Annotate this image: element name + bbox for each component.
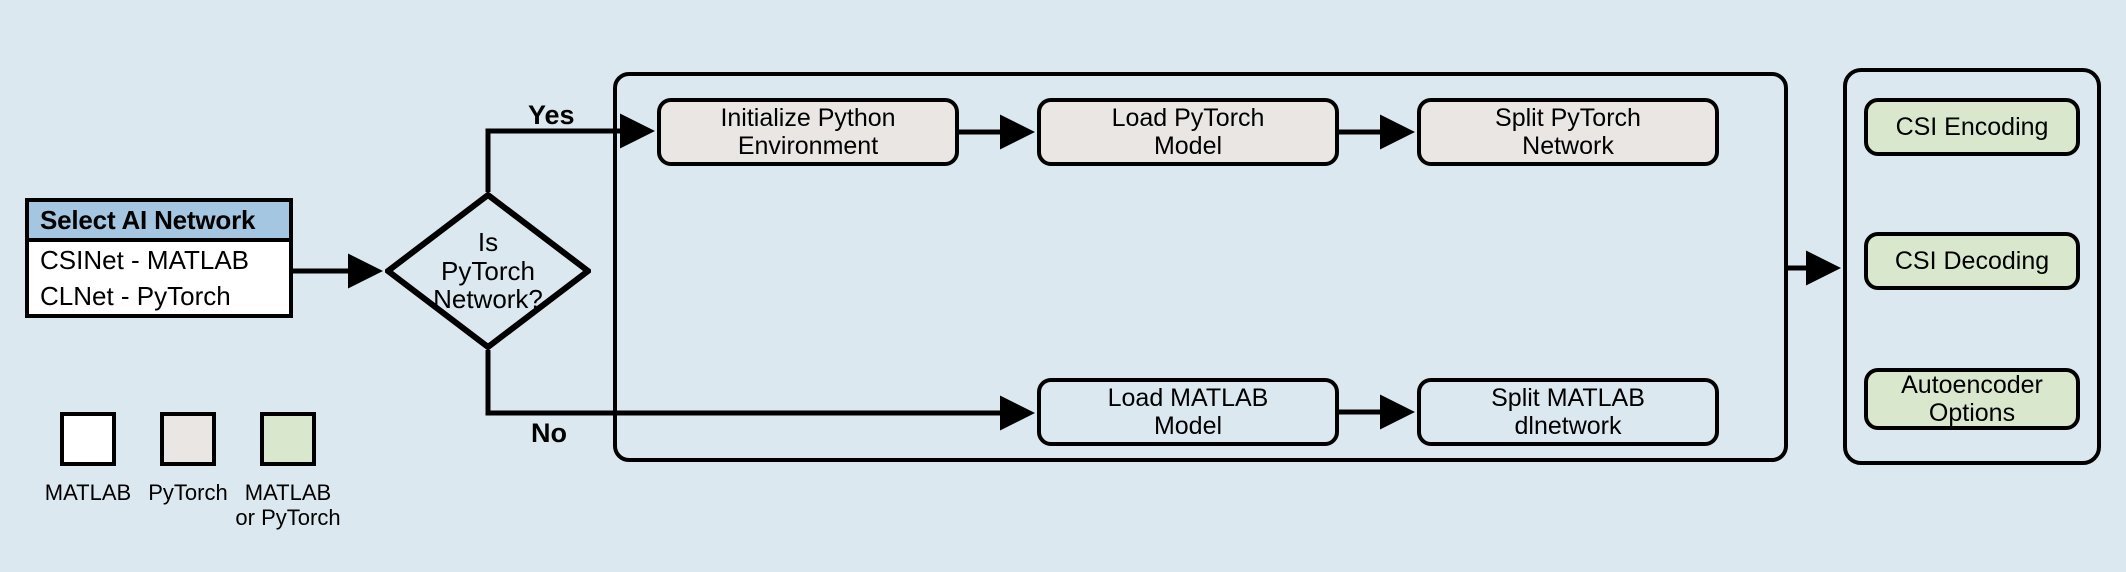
legend: MATLAB PyTorch MATLAB or PyTorch: [28, 412, 408, 562]
option-csi-decoding[interactable]: CSI Decoding: [1864, 232, 2080, 290]
legend-label-matlab: MATLAB: [28, 480, 148, 505]
process-init-python-line-1: Initialize Python: [720, 104, 896, 132]
process-split-pytorch-network[interactable]: Split PyTorch Network: [1417, 98, 1719, 166]
legend-swatch-matlab: [60, 412, 116, 466]
selector-header-label: Select AI Network: [29, 202, 289, 242]
legend-item-matlab: MATLAB: [28, 412, 148, 505]
option-autoencoder-line-2: Options: [1928, 399, 2016, 427]
process-split-pytorch-line-1: Split PyTorch: [1495, 104, 1641, 132]
branch-label-yes: Yes: [528, 100, 575, 130]
selector-option-clnet[interactable]: CLNet - PyTorch: [40, 280, 231, 311]
process-load-pytorch-line-1: Load PyTorch: [1111, 104, 1265, 132]
option-autoencoder-options[interactable]: Autoencoder Options: [1864, 368, 2080, 430]
diamond-shape: [385, 192, 591, 350]
legend-label-both-line-2: or PyTorch: [235, 505, 341, 531]
process-load-matlab-line-2: Model: [1153, 412, 1223, 440]
option-csi-decoding-label: CSI Decoding: [1894, 247, 2050, 275]
legend-swatch-pytorch: [160, 412, 216, 466]
option-csi-encoding-label: CSI Encoding: [1895, 113, 2049, 141]
process-split-pytorch-line-2: Network: [1522, 132, 1614, 160]
legend-swatch-matlab-or-pytorch: [260, 412, 316, 466]
autoencoder-options-container: [1843, 68, 2101, 465]
decision-is-pytorch-network: Is PyTorch Network?: [385, 192, 591, 350]
legend-item-pytorch: PyTorch: [128, 412, 248, 505]
process-split-matlab-dlnetwork[interactable]: Split MATLAB dlnetwork: [1417, 378, 1719, 446]
legend-label-matlab-line-1: MATLAB: [44, 480, 132, 505]
branch-label-no: No: [531, 418, 567, 448]
legend-label-pytorch: PyTorch: [128, 480, 248, 505]
process-load-matlab-line-1: Load MATLAB: [1107, 384, 1269, 412]
process-initialize-python-environment[interactable]: Initialize Python Environment: [657, 98, 959, 166]
select-ai-network-table[interactable]: Select AI Network CSINet - MATLAB CLNet …: [25, 198, 293, 318]
process-load-pytorch-model[interactable]: Load PyTorch Model: [1037, 98, 1339, 166]
process-init-python-line-2: Environment: [737, 132, 879, 160]
process-load-matlab-model[interactable]: Load MATLAB Model: [1037, 378, 1339, 446]
legend-label-both-line-1: MATLAB: [244, 480, 332, 505]
process-load-pytorch-line-2: Model: [1153, 132, 1223, 160]
legend-label-pytorch-line-1: PyTorch: [148, 480, 228, 505]
process-group-container: [613, 72, 1788, 462]
process-split-matlab-line-1: Split MATLAB: [1491, 384, 1645, 412]
option-csi-encoding[interactable]: CSI Encoding: [1864, 98, 2080, 156]
legend-label-matlab-or-pytorch: MATLAB or PyTorch: [228, 480, 348, 531]
selector-option-csinet[interactable]: CSINet - MATLAB: [40, 244, 250, 275]
option-autoencoder-line-1: Autoencoder: [1901, 371, 2043, 399]
legend-item-matlab-or-pytorch: MATLAB or PyTorch: [228, 412, 348, 531]
process-split-matlab-line-2: dlnetwork: [1514, 412, 1622, 440]
